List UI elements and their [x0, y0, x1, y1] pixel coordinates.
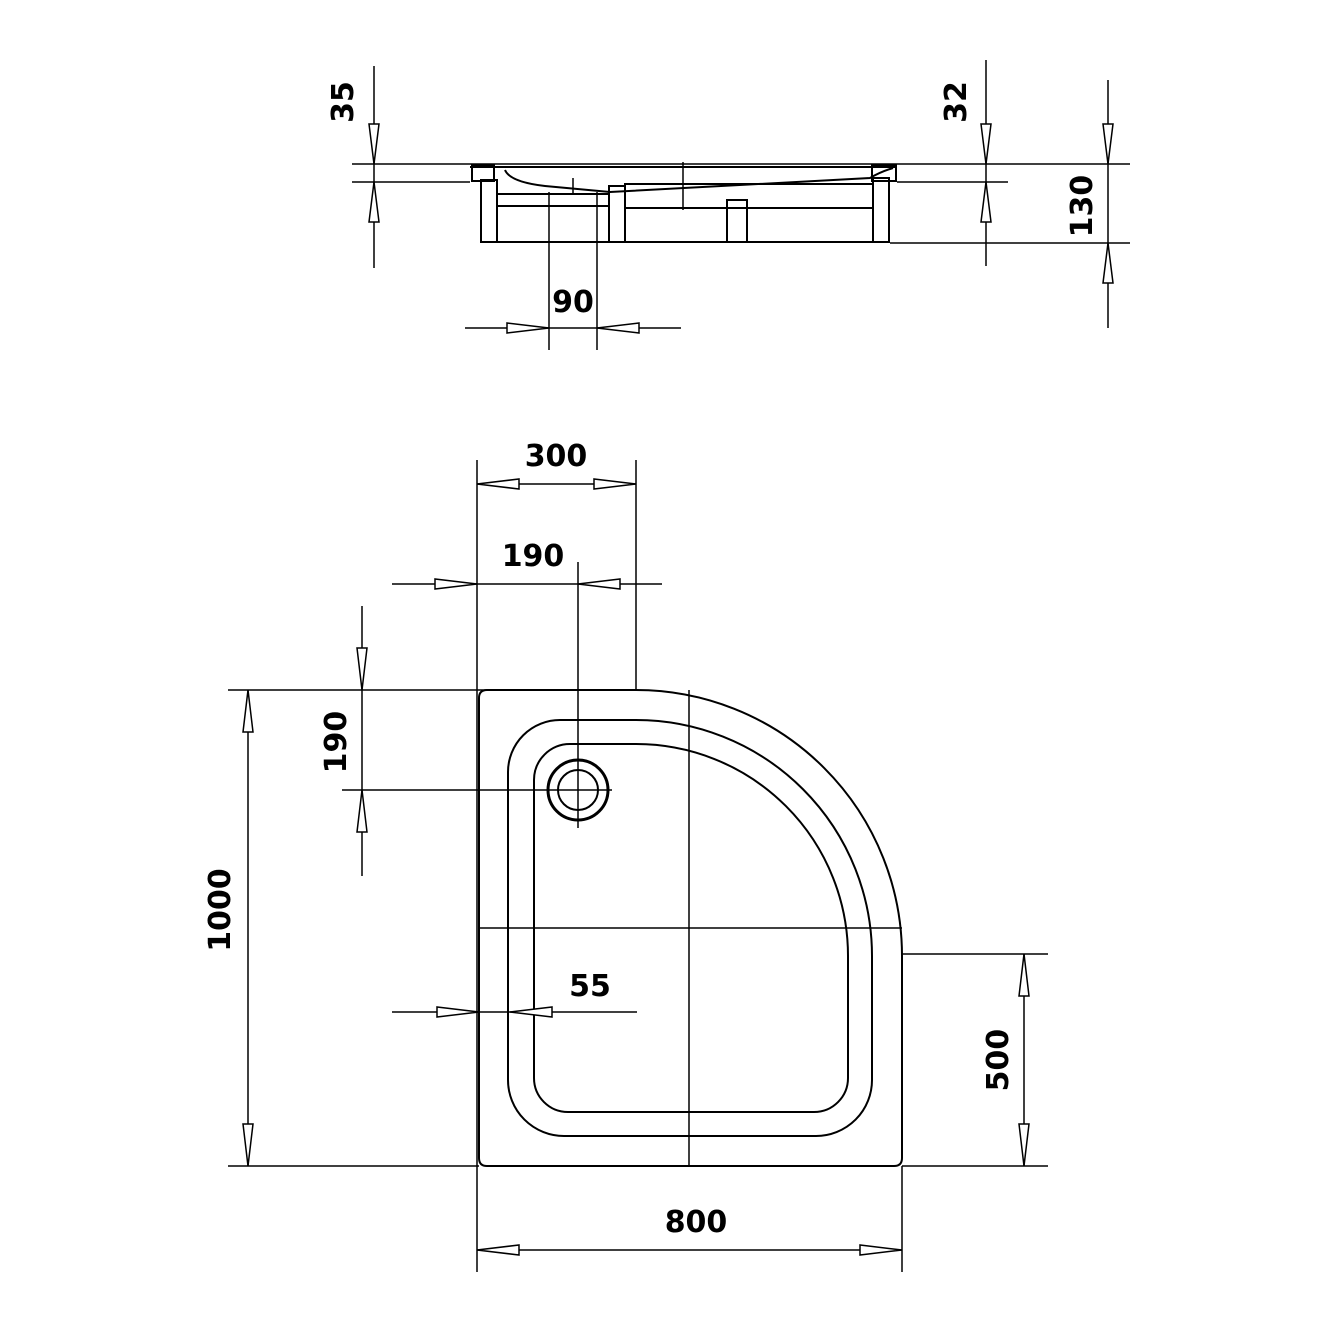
dim-drain-width: 90: [552, 285, 594, 320]
tray-outline: [478, 689, 903, 1167]
section-view: 35 32 130 90: [326, 60, 1130, 350]
dim-arc-end-height: 500: [981, 1029, 1016, 1092]
section-profile: [470, 162, 897, 243]
tray-basin: [533, 743, 849, 1113]
dim-rim-width: 55: [569, 969, 611, 1004]
dim-drain-y-offset: 190: [319, 711, 354, 774]
plan-view: 300 190 190 1000 55 500 800: [203, 439, 1048, 1272]
dim-length: 1000: [203, 868, 238, 952]
dim-width: 800: [665, 1205, 728, 1240]
dim-inner-height: 32: [939, 81, 974, 123]
tray-inner-rim: [507, 719, 873, 1137]
dim-drain-x-offset: 190: [502, 539, 565, 574]
dim-arc-start-offset: 300: [525, 439, 588, 474]
dim-rim-height: 35: [326, 81, 361, 123]
dim-total-height: 130: [1065, 175, 1100, 238]
